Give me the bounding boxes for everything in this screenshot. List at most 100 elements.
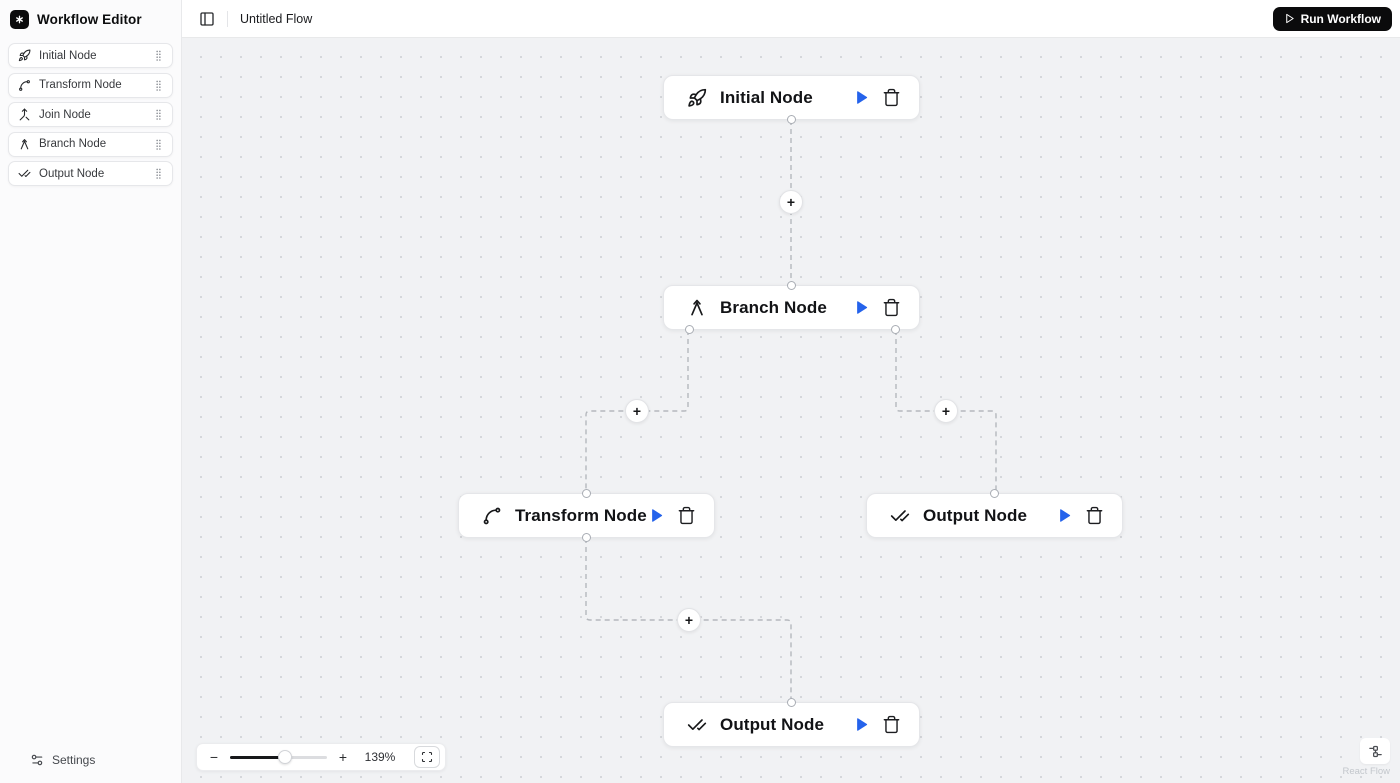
scan-icon — [421, 751, 433, 763]
play-icon — [857, 718, 868, 731]
node-output-right[interactable]: Output Node — [866, 489, 1123, 538]
trash-icon — [1086, 506, 1103, 525]
node-branch[interactable]: Branch Node — [663, 281, 920, 334]
delete-node-button[interactable] — [1085, 506, 1104, 525]
spline-icon — [482, 506, 502, 526]
trash-icon — [883, 298, 900, 317]
palette-item-label: Transform Node — [39, 79, 122, 91]
fit-view-button[interactable] — [414, 746, 440, 768]
node-label: Branch Node — [720, 297, 827, 317]
palette-item-branch-node[interactable]: Branch Node — [8, 131, 173, 157]
palette-item-label: Output Node — [39, 167, 105, 180]
node-label: Output Node — [923, 505, 1028, 525]
zoom-in-button[interactable]: + — [336, 750, 350, 764]
run-workflow-button[interactable]: Run Workflow — [1272, 6, 1392, 31]
delete-node-button[interactable] — [882, 88, 901, 107]
attribution-label[interactable]: React Flow — [1342, 766, 1390, 777]
palette-item-join-node[interactable]: Join Node — [8, 102, 173, 127]
topbar-divider — [227, 10, 228, 27]
palette-item-transform-node[interactable]: Transform Node — [8, 72, 173, 98]
topbar: Untitled Flow Run Workflow — [182, 0, 1400, 38]
add-node-on-edge-button[interactable]: + — [934, 399, 958, 423]
palette-item-label: Branch Node — [39, 138, 107, 150]
flow-canvas[interactable]: Initial Node Branch Node — [182, 38, 1400, 783]
split-icon — [687, 298, 707, 318]
grip-handle-icon[interactable] — [152, 108, 165, 121]
zoom-controls: − + 139% — [196, 743, 446, 771]
react-flow-logo-icon[interactable] — [1360, 738, 1390, 764]
zoom-out-button[interactable]: − — [207, 750, 221, 764]
run-workflow-label: Run Workflow — [1300, 11, 1381, 26]
run-node-button[interactable] — [649, 508, 664, 523]
sidebar-footer: Settings — [0, 747, 181, 773]
grip-handle-icon[interactable] — [152, 138, 165, 151]
flow-title: Untitled Flow — [240, 11, 313, 26]
node-label: Output Node — [720, 714, 825, 734]
delete-node-button[interactable] — [677, 506, 696, 525]
zoom-slider-thumb[interactable] — [278, 750, 293, 764]
palette-item-initial-node[interactable]: Initial Node — [8, 43, 173, 68]
palette-item-output-node[interactable]: Output Node — [8, 161, 173, 186]
node-palette: Initial Node Transform Node Join Node Br… — [0, 41, 181, 188]
play-icon — [857, 301, 868, 314]
node-label: Transform Node — [515, 505, 647, 525]
source-handle-left[interactable] — [685, 325, 694, 334]
zoom-slider[interactable] — [230, 750, 327, 764]
split-icon — [18, 138, 31, 151]
add-node-on-edge-button[interactable]: + — [625, 399, 649, 423]
zoom-slider-fill — [230, 755, 286, 759]
sidebar-toggle-button[interactable] — [195, 7, 219, 31]
app-title: Workflow Editor — [37, 12, 142, 27]
rocket-icon — [18, 49, 31, 62]
palette-item-label: Initial Node — [39, 49, 97, 62]
run-node-button[interactable] — [854, 717, 869, 732]
add-node-on-edge-button[interactable]: + — [779, 190, 803, 214]
main-area: Untitled Flow Run Workflow Initial Node — [182, 0, 1400, 783]
merge-icon — [18, 108, 31, 121]
sidebar: Workflow Editor Initial Node Transform N… — [0, 0, 182, 783]
grip-handle-icon[interactable] — [152, 49, 165, 62]
target-handle[interactable] — [990, 489, 999, 498]
edges-layer — [585, 120, 997, 702]
node-label: Initial Node — [720, 87, 813, 107]
zoom-level: 139% — [364, 750, 396, 764]
settings-icon — [31, 754, 43, 766]
run-node-button[interactable] — [854, 90, 869, 105]
target-handle[interactable] — [582, 489, 591, 498]
settings-label: Settings — [52, 753, 96, 767]
check-check-icon — [890, 506, 910, 526]
panel-left-icon — [200, 11, 214, 26]
delete-node-button[interactable] — [882, 715, 901, 734]
run-node-button[interactable] — [1057, 508, 1072, 523]
attribution: React Flow — [1342, 738, 1390, 777]
palette-item-label: Join Node — [39, 108, 91, 121]
run-node-button[interactable] — [854, 300, 869, 315]
sidebar-header: Workflow Editor — [0, 0, 181, 41]
node-initial[interactable]: Initial Node — [663, 75, 920, 124]
trash-icon — [678, 506, 695, 525]
app-logo — [10, 10, 29, 29]
target-handle[interactable] — [787, 281, 796, 290]
rocket-icon — [687, 88, 707, 108]
grip-handle-icon[interactable] — [152, 167, 165, 180]
play-icon — [857, 91, 868, 104]
play-icon — [652, 509, 663, 522]
trash-icon — [883, 715, 900, 734]
asterisk-icon — [16, 15, 23, 24]
source-handle[interactable] — [787, 115, 796, 124]
node-transform[interactable]: Transform Node — [458, 489, 715, 542]
check-check-icon — [687, 715, 707, 735]
play-icon — [1060, 509, 1071, 522]
trash-icon — [883, 88, 900, 107]
node-output-bottom[interactable]: Output Node — [663, 698, 920, 747]
settings-button[interactable]: Settings — [12, 747, 169, 773]
delete-node-button[interactable] — [882, 298, 901, 317]
check-check-icon — [18, 167, 31, 180]
source-handle[interactable] — [582, 533, 591, 542]
spline-icon — [18, 79, 31, 92]
grip-handle-icon[interactable] — [152, 79, 165, 92]
target-handle[interactable] — [787, 698, 796, 707]
source-handle-right[interactable] — [891, 325, 900, 334]
add-node-on-edge-button[interactable]: + — [677, 608, 701, 632]
